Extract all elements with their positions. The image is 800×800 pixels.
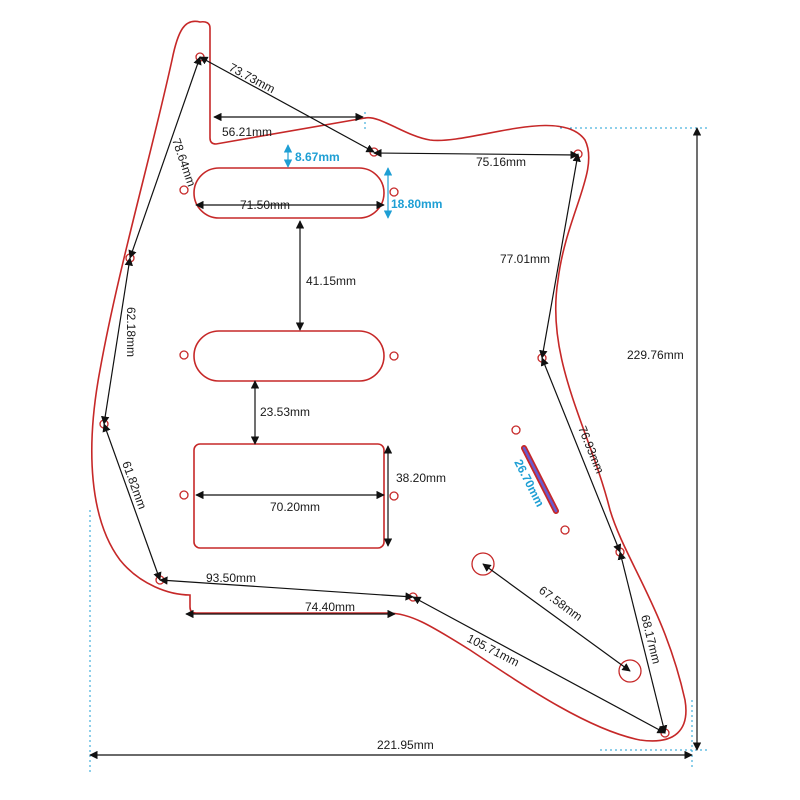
humbucker-cutout <box>193 443 385 549</box>
dim-label-229-76: 229.76mm <box>627 348 684 362</box>
dim-label-18-80: 18.80mm <box>391 197 442 211</box>
dim-label-76-93: 76.93mm <box>575 424 607 476</box>
dim-label-70-20: 70.20mm <box>270 500 320 514</box>
dim-label-38-20: 38.20mm <box>396 471 446 485</box>
dim-label-41-15: 41.15mm <box>306 274 356 288</box>
dim-label-56-21: 56.21mm <box>222 125 272 139</box>
dim-label-73-73: 73.73mm <box>227 60 278 96</box>
dim-label-74-40: 74.40mm <box>305 600 355 614</box>
middle-pickup-cutout <box>193 330 385 382</box>
dim-label-23-53: 23.53mm <box>260 405 310 419</box>
dimension-lines <box>89 56 702 760</box>
dim-label-221-95: 221.95mm <box>377 738 434 752</box>
dim-label-75-16: 75.16mm <box>476 155 526 169</box>
dim-label-8-67: 8.67mm <box>295 150 340 164</box>
pickguard-outline <box>91 20 687 742</box>
dim-label-77-01: 77.01mm <box>500 252 550 266</box>
dim-label-67-58: 67.58mm <box>536 583 585 624</box>
dim-label-93-50: 93.50mm <box>206 571 256 585</box>
dim-label-71-50: 71.50mm <box>240 198 290 212</box>
dim-label-62-18: 62.18mm <box>124 307 138 357</box>
dim-label-78-64: 78.64mm <box>169 136 199 188</box>
reference-guides <box>89 112 710 775</box>
dim-label-61-82: 61.82mm <box>119 459 149 511</box>
